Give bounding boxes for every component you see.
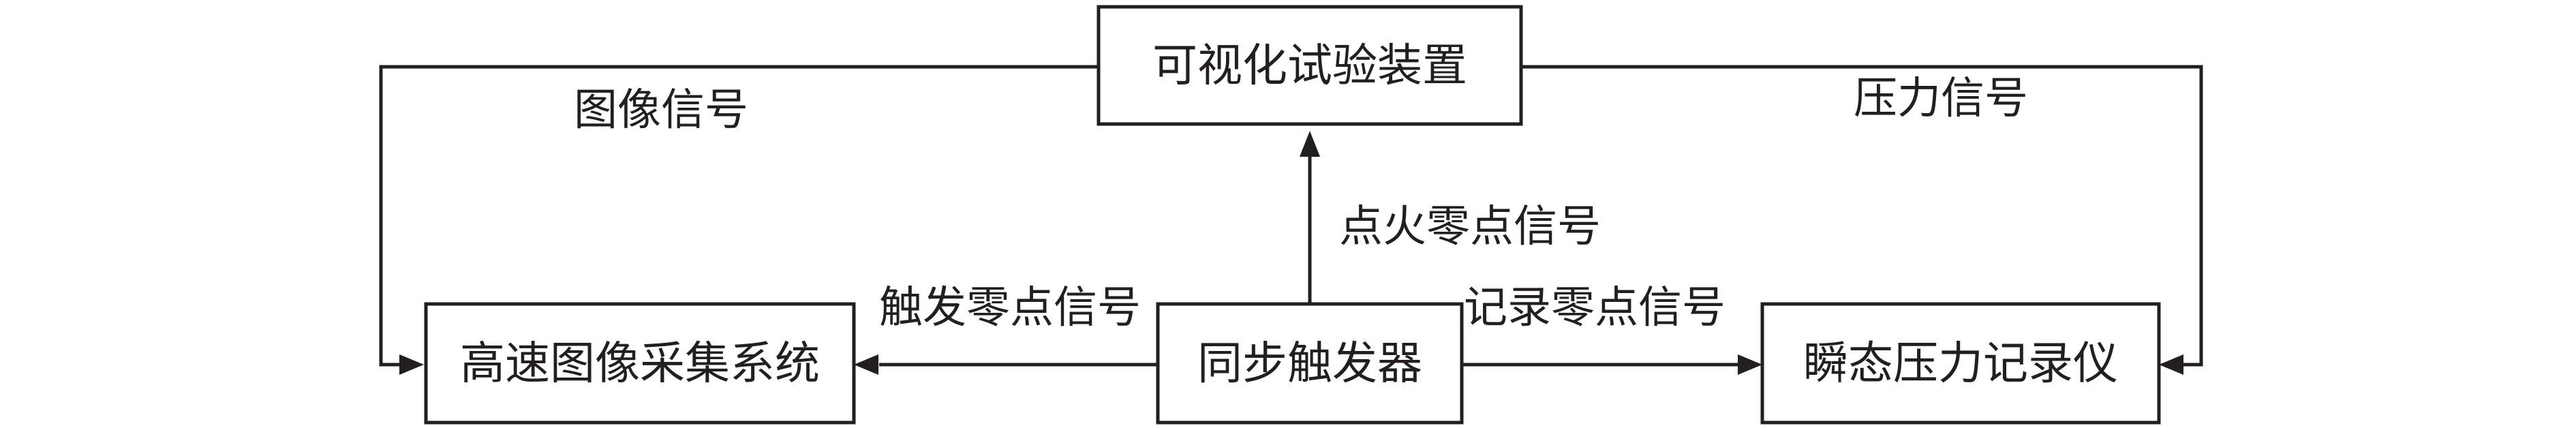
sync-trigger-label: 同步触发器 <box>1197 337 1422 390</box>
record-zero-signal-label: 记录零点信号 <box>1464 283 1726 333</box>
image-signal-label: 图像信号 <box>574 85 748 136</box>
sync-trigger-node: 同步触发器 <box>1156 302 1464 425</box>
visual-test-device-label: 可视化试验装置 <box>1152 40 1467 92</box>
transient-pressure-recorder-box <box>1760 302 2161 425</box>
trigger-zero-arrowhead <box>854 354 878 375</box>
record-zero-arrowhead <box>1738 354 1762 375</box>
pressure-signal-arrowhead <box>2159 354 2183 375</box>
pressure-signal-connector <box>1521 65 2203 367</box>
high-speed-image-system-label: 高速图像采集系统 <box>460 337 820 390</box>
pressure-signal-label: 压力信号 <box>1854 74 2028 124</box>
transient-pressure-recorder-label: 瞬态压力记录仪 <box>1803 337 2118 390</box>
trigger-zero-signal-label: 触发零点信号 <box>879 283 1141 333</box>
ignition-zero-arrowhead <box>1300 131 1320 157</box>
sync-trigger-box <box>1156 302 1464 425</box>
image-signal-connector <box>379 65 1099 367</box>
visual-test-device-box <box>1097 5 1523 126</box>
high-speed-image-system-box <box>424 302 856 425</box>
high-speed-image-system-node: 高速图像采集系统 <box>424 302 856 425</box>
visual-test-device-node: 可视化试验装置 <box>1097 5 1523 126</box>
transient-pressure-recorder-node: 瞬态压力记录仪 <box>1760 302 2161 425</box>
image-signal-arrowhead <box>399 354 424 375</box>
ignition-zero-signal-label: 点火零点信号 <box>1339 202 1601 252</box>
